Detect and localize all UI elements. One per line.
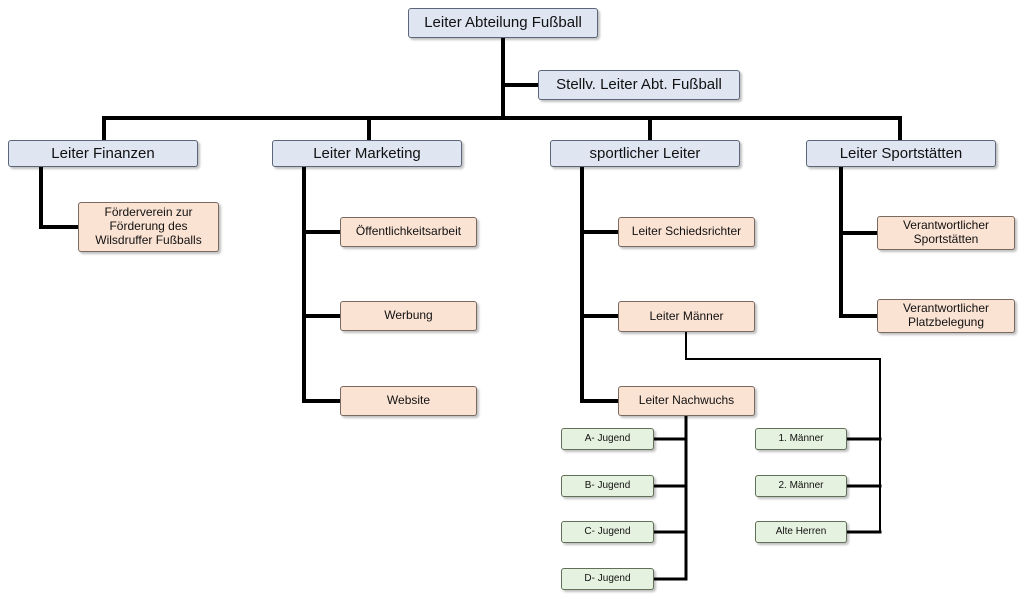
node-c-jugend: C- Jugend bbox=[561, 521, 654, 543]
node-foerderverein: Förderverein zur Förderung des Wilsdruff… bbox=[78, 202, 219, 252]
node-nachwuchs: Leiter Nachwuchs bbox=[618, 386, 755, 416]
node-1-maenner: 1. Männer bbox=[755, 428, 847, 450]
node-website: Website bbox=[340, 386, 477, 416]
node-venues-lead: Leiter Sportstätten bbox=[806, 140, 996, 167]
node-finance-lead: Leiter Finanzen bbox=[8, 140, 198, 167]
connector-line bbox=[39, 165, 80, 229]
node-a-jugend: A- Jugend bbox=[561, 428, 654, 450]
node-sports-lead: sportlicher Leiter bbox=[550, 140, 740, 167]
node-marketing-lead: Leiter Marketing bbox=[272, 140, 462, 167]
node-oeffentlichkeitsarbeit: Öffentlichkeitsarbeit bbox=[340, 217, 477, 247]
node-werbung: Werbung bbox=[340, 301, 477, 331]
node-2-maenner: 2. Männer bbox=[755, 475, 847, 497]
node-verantw-platzbelegung: Verantwortlicher Platzbelegung bbox=[877, 299, 1015, 333]
connector-line bbox=[685, 331, 881, 533]
node-b-jugend: B- Jugend bbox=[561, 475, 654, 497]
node-d-jugend: D- Jugend bbox=[561, 568, 654, 590]
node-head: Leiter Abteilung Fußball bbox=[408, 8, 598, 38]
node-maenner: Leiter Männer bbox=[618, 301, 755, 332]
node-alte-herren: Alte Herren bbox=[755, 521, 847, 543]
node-deputy: Stellv. Leiter Abt. Fußball bbox=[538, 70, 740, 100]
node-verantw-sportstaetten: Verantwortlicher Sportstätten bbox=[877, 216, 1015, 250]
node-schiedsrichter: Leiter Schiedsrichter bbox=[618, 217, 755, 247]
